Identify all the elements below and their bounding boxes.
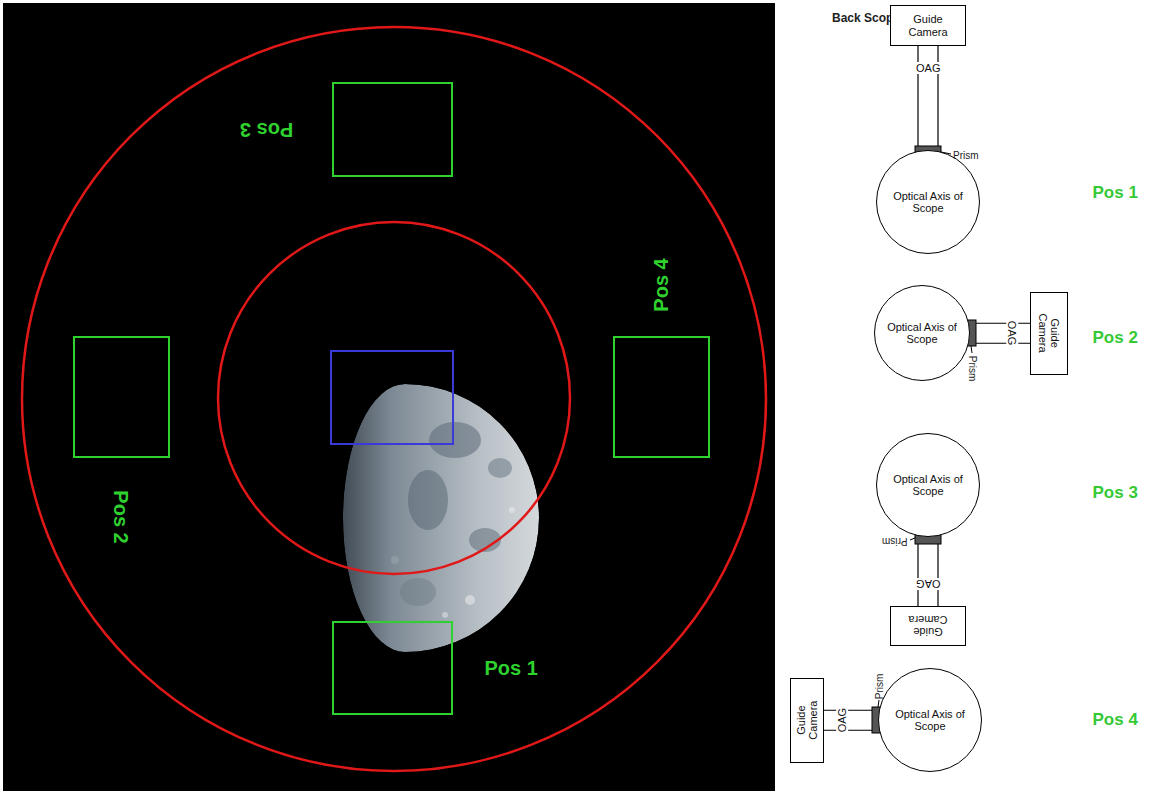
box-label: Guide Camera bbox=[1037, 308, 1061, 360]
optical-axis-circle: Optical Axis of Scope bbox=[878, 668, 982, 772]
position-label: Pos 2 bbox=[109, 490, 131, 543]
oag-connector bbox=[918, 537, 938, 606]
guider-position-frame: Pos 2 bbox=[73, 336, 170, 458]
optical-axis-circle: Optical Axis of Scope bbox=[876, 433, 980, 537]
sky-field bbox=[3, 3, 775, 791]
moon bbox=[343, 384, 539, 652]
guide-camera-box: Guide Camera bbox=[1030, 292, 1068, 375]
leader-line bbox=[910, 538, 915, 540]
position-label: Pos 1 bbox=[485, 657, 538, 679]
leader-line bbox=[971, 346, 972, 353]
guider-position-frame: Pos 1 bbox=[332, 621, 453, 715]
position-label: Pos 4 bbox=[1093, 711, 1138, 730]
optical-axis-circle: Optical Axis of Scope bbox=[876, 150, 980, 254]
position-label: Pos 1 bbox=[1093, 184, 1138, 203]
outer-field-circle bbox=[22, 27, 766, 771]
connector-label: OAG bbox=[915, 62, 941, 74]
circle-label: Optical Axis of Scope bbox=[889, 190, 967, 214]
guide-camera-box: Guide Camera bbox=[890, 606, 966, 646]
position-label: Pos 2 bbox=[1093, 329, 1138, 348]
circle-label: Optical Axis of Scope bbox=[891, 708, 969, 732]
connector-label: OAG bbox=[1006, 320, 1018, 346]
oag-connector bbox=[970, 323, 1030, 343]
position-label: Pos 4 bbox=[649, 258, 671, 311]
main-sensor-frame bbox=[331, 351, 453, 444]
inner-field-circle bbox=[218, 222, 570, 574]
prism-label: Prism bbox=[882, 536, 908, 547]
circle-label: Optical Axis of Scope bbox=[883, 321, 961, 345]
optical-axis-circle: Optical Axis of Scope bbox=[874, 285, 970, 381]
position-label: Pos 3 bbox=[1093, 484, 1138, 503]
connector-label: OAG bbox=[915, 578, 941, 590]
guider-position-frame: Pos 4 bbox=[613, 336, 710, 458]
prism-label: Prism bbox=[874, 673, 885, 699]
connector-label: OAG bbox=[836, 707, 848, 733]
guider-position-frame: Pos 3 bbox=[332, 82, 453, 177]
position-label: Pos 3 bbox=[240, 119, 293, 141]
box-label: Guide Camera bbox=[795, 695, 819, 747]
box-label: Guide Camera bbox=[902, 614, 954, 638]
oag-connector bbox=[824, 710, 878, 730]
circle-label: Optical Axis of Scope bbox=[889, 473, 967, 497]
prism-label: Prism bbox=[953, 150, 979, 161]
box-label: Guide Camera bbox=[902, 13, 954, 37]
guide-camera-box: Guide Camera bbox=[790, 678, 824, 763]
guide-camera-box: Guide Camera bbox=[890, 5, 966, 46]
prism-label: Prism bbox=[967, 355, 978, 381]
